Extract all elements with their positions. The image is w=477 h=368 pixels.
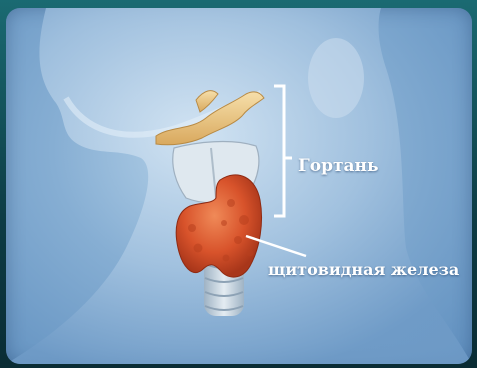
ear-shape: [308, 38, 364, 118]
anatomy-illustration: Гортань щитовидная железа: [6, 8, 472, 364]
larynx-label: Гортань: [298, 156, 379, 176]
thyroid-label: щитовидная железа: [268, 260, 459, 279]
neck-anatomy-drawing: [6, 8, 472, 364]
